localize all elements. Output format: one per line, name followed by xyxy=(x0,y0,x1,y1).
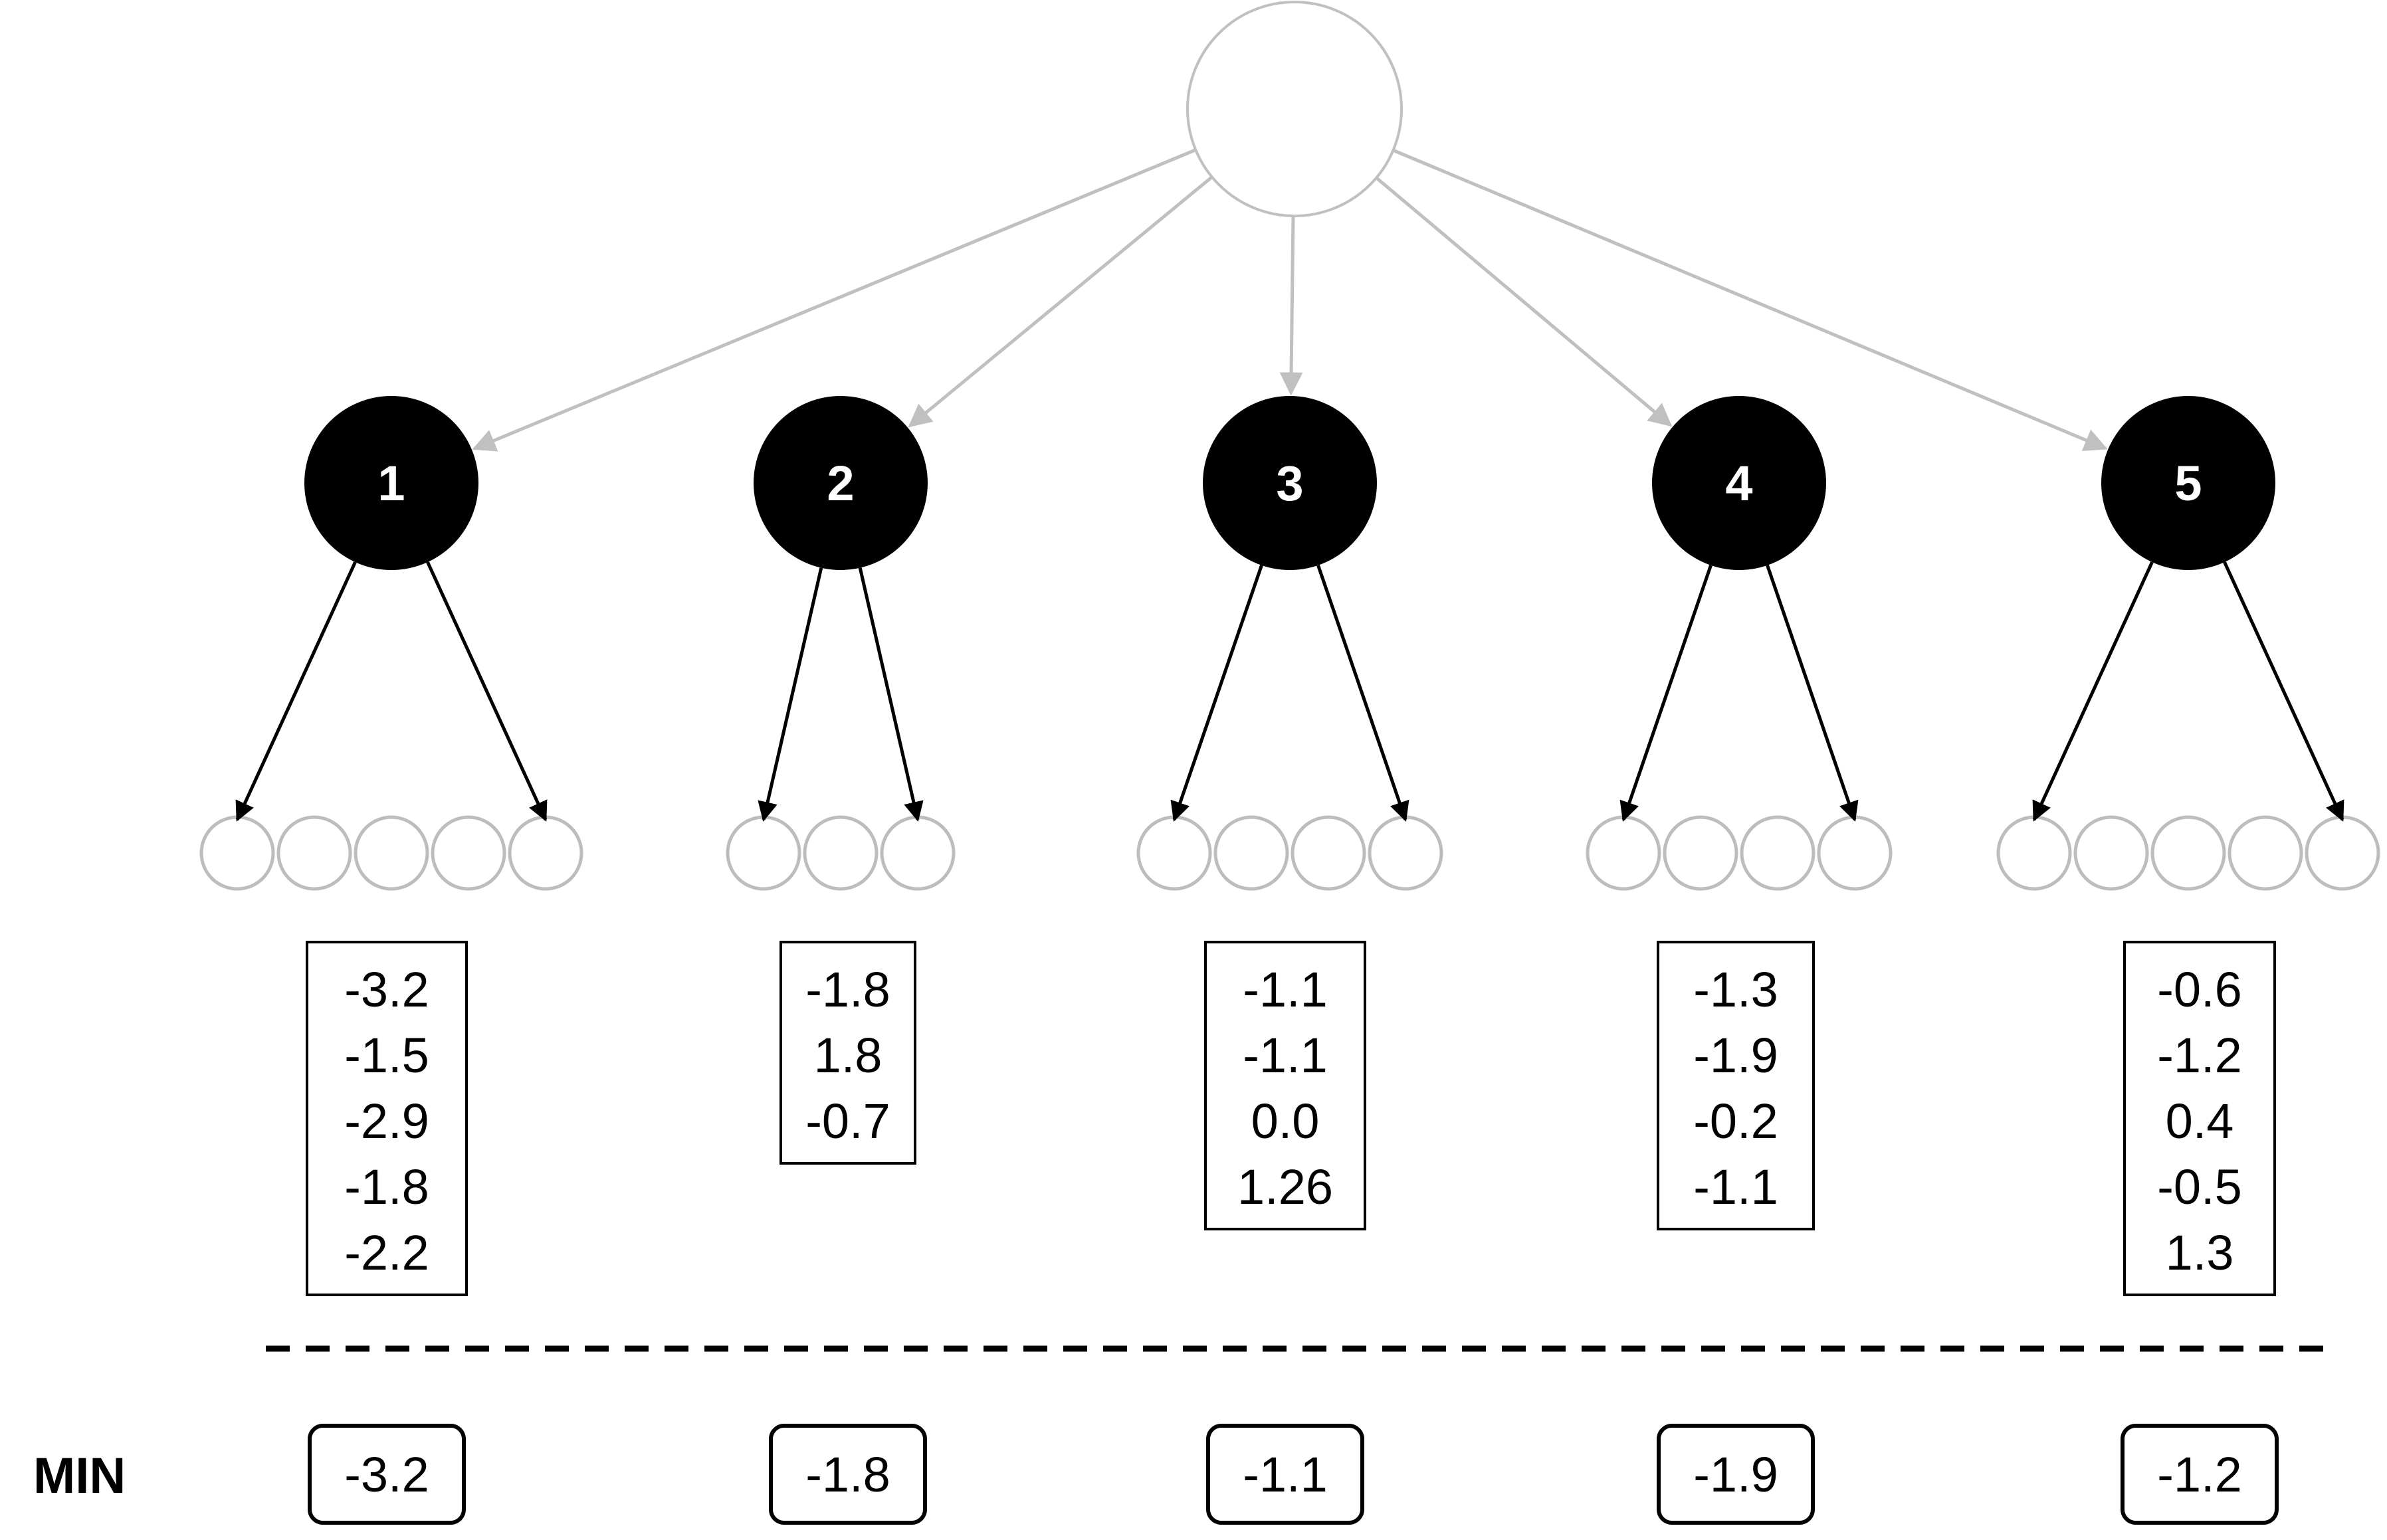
child-node-label: 1 xyxy=(377,456,405,511)
min-value: -1.2 xyxy=(2157,1447,2242,1502)
value-text: -0.2 xyxy=(1693,1094,1778,1149)
leaf-node xyxy=(508,815,583,891)
child-node-label: 2 xyxy=(827,456,854,511)
leaf-node xyxy=(431,815,506,891)
child-node-label: 5 xyxy=(2174,456,2202,511)
root-edge-1 xyxy=(472,148,1197,452)
child-edge-right xyxy=(2223,561,2344,822)
group-4: 4 -1.3 -1.9 -0.2 -1.1 -1.9 xyxy=(1586,396,1893,1525)
leaf-node xyxy=(1817,815,1893,891)
child-edge-right xyxy=(1316,565,1409,822)
child-edge-right xyxy=(858,567,924,822)
child-edge-left xyxy=(1170,565,1263,822)
leaf-node xyxy=(2150,815,2226,891)
value-text: -0.7 xyxy=(805,1094,890,1149)
value-text: -1.3 xyxy=(1693,962,1778,1017)
child-edge-right xyxy=(426,561,548,822)
value-box xyxy=(1204,941,1366,1230)
value-box xyxy=(779,941,916,1165)
leaf-node xyxy=(2073,815,2149,891)
value-text: -2.2 xyxy=(344,1225,429,1280)
root-edge-4 xyxy=(1375,176,1673,427)
value-text: -1.9 xyxy=(1693,1028,1778,1083)
child-node-4 xyxy=(1652,396,1826,570)
child-node-2 xyxy=(754,396,928,570)
leaf-node xyxy=(1213,815,1289,891)
child-node-1 xyxy=(304,396,478,570)
value-text: 0.4 xyxy=(2166,1094,2234,1149)
value-text: -1.1 xyxy=(1243,962,1328,1017)
group-5: 5 -0.6 -1.2 0.4 -0.5 1.3 -1.2 xyxy=(1996,396,2380,1525)
leaf-node xyxy=(1368,815,1443,891)
leaf-node xyxy=(726,815,801,891)
root-node xyxy=(1186,1,1403,217)
value-box xyxy=(2123,941,2276,1296)
min-value: -1.9 xyxy=(1693,1447,1778,1502)
leaf-node xyxy=(1291,815,1366,891)
leaf-node xyxy=(1586,815,1661,891)
value-text: -1.8 xyxy=(344,1159,429,1214)
value-text: 0.0 xyxy=(1251,1094,1320,1149)
child-node-label: 4 xyxy=(1725,456,1752,511)
child-edge-right xyxy=(1766,565,1859,822)
value-text: -3.2 xyxy=(344,962,429,1017)
min-value: -1.8 xyxy=(805,1447,890,1502)
leaf-node xyxy=(1136,815,1212,891)
leaf-node xyxy=(276,815,352,891)
value-text: -0.5 xyxy=(2157,1159,2242,1214)
value-box xyxy=(306,941,468,1296)
value-text: -1.5 xyxy=(344,1028,429,1083)
group-3: 3 -1.1 -1.1 0.0 1.26 -1.1 xyxy=(1136,396,1443,1525)
value-text: -1.1 xyxy=(1693,1159,1778,1214)
leaf-node xyxy=(880,815,956,891)
root-edge-3 xyxy=(1279,215,1303,396)
group-2: 2 -1.8 1.8 -0.7 -1.8 xyxy=(726,396,956,1525)
child-node-5 xyxy=(2101,396,2275,570)
min-value: -1.1 xyxy=(1243,1447,1328,1502)
group-1: 1 -3.2 -1.5 -2.9 -1.8 -2.2 -3.2 xyxy=(199,396,583,1525)
child-edge-left xyxy=(758,567,823,822)
child-node-3 xyxy=(1203,396,1377,570)
leaf-node xyxy=(199,815,275,891)
value-text: 1.3 xyxy=(2166,1225,2234,1280)
leaf-node xyxy=(1663,815,1738,891)
value-text: 1.26 xyxy=(1237,1159,1333,1214)
root-edge-2 xyxy=(908,175,1213,428)
min-value: -3.2 xyxy=(344,1447,429,1502)
value-text: -1.1 xyxy=(1243,1028,1328,1083)
value-text: 1.8 xyxy=(814,1028,882,1083)
child-edge-left xyxy=(1619,565,1712,822)
min-box xyxy=(2121,1424,2279,1525)
leaf-node xyxy=(2228,815,2303,891)
child-edge-left xyxy=(2032,561,2154,822)
min-box xyxy=(308,1424,466,1525)
leaf-node xyxy=(1740,815,1816,891)
root-edge-5 xyxy=(1392,148,2108,451)
leaf-node xyxy=(1996,815,2072,891)
min-label: MIN xyxy=(33,1448,126,1504)
value-text: -1.2 xyxy=(2157,1028,2242,1083)
min-box xyxy=(1657,1424,1815,1525)
value-text: -0.6 xyxy=(2157,962,2242,1017)
min-box xyxy=(1206,1424,1364,1525)
leaf-node xyxy=(2305,815,2380,891)
child-edge-left xyxy=(235,561,357,822)
min-box xyxy=(769,1424,927,1525)
child-node-label: 3 xyxy=(1276,456,1303,511)
value-text: -1.8 xyxy=(805,962,890,1017)
leaf-node xyxy=(803,815,879,891)
leaf-node xyxy=(354,815,429,891)
value-box xyxy=(1657,941,1815,1230)
value-text: -2.9 xyxy=(344,1094,429,1149)
child-groups: 1 -3.2 -1.5 -2.9 -1.8 -2.2 -3.2 2 -1.8 1.8 -0.7 -1.… xyxy=(199,396,2380,1525)
root-edges xyxy=(472,148,2108,452)
